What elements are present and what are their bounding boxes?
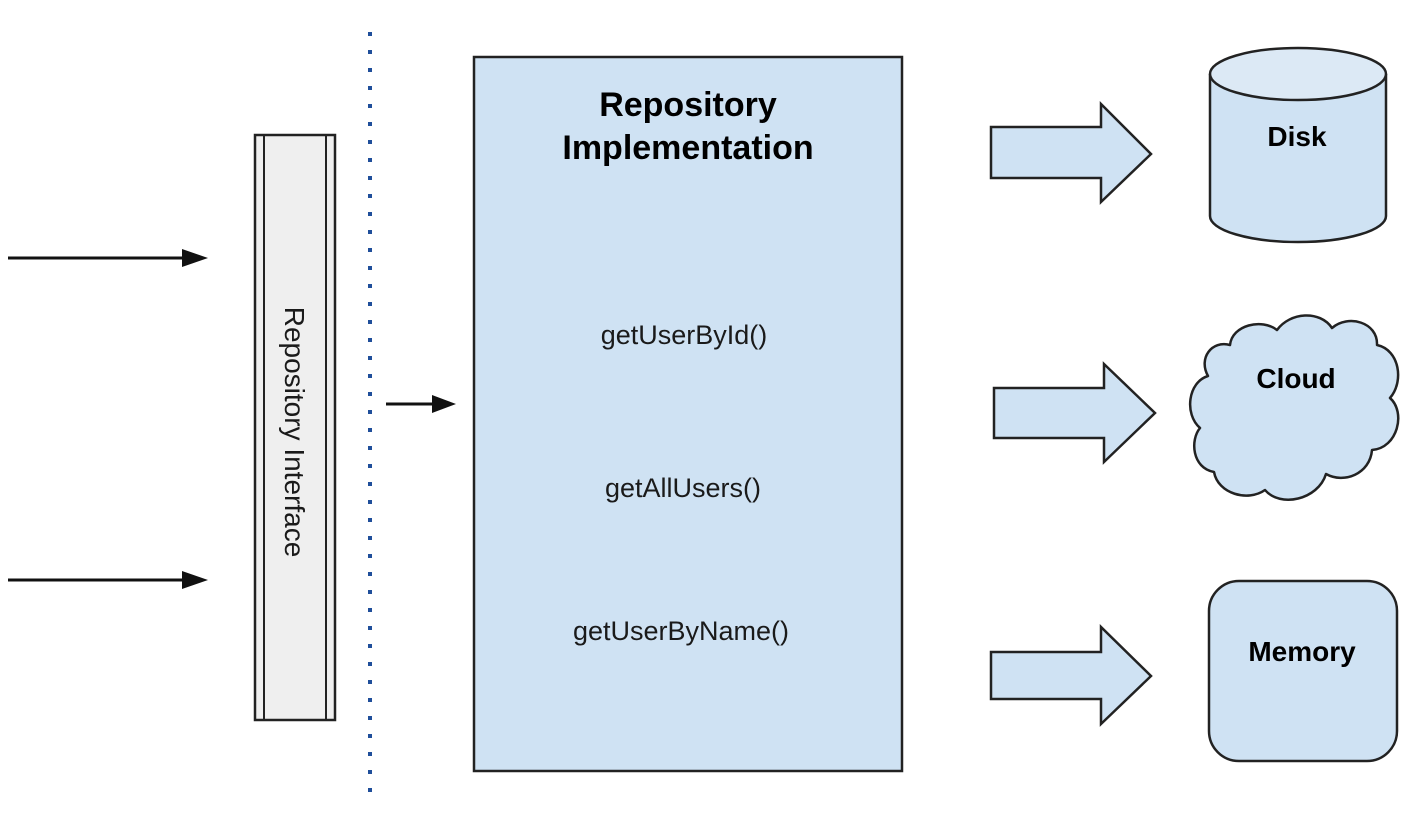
- disk-label: Disk: [1267, 121, 1327, 152]
- block-arrow-disk: [989, 100, 1153, 205]
- method-get-all-users: getAllUsers(): [605, 473, 761, 503]
- repository-interface-label: Repository Interface: [279, 307, 310, 558]
- implementation-title-line1: Repository: [599, 86, 777, 124]
- method-get-user-by-name: getUserByName(): [573, 616, 789, 646]
- memory-label: Memory: [1248, 636, 1356, 667]
- memory-block-icon: Memory: [1207, 579, 1399, 763]
- disk-cylinder-icon: Disk: [1208, 46, 1388, 244]
- block-arrow-cloud: [992, 361, 1157, 465]
- cloud-icon: Cloud: [1188, 314, 1400, 501]
- implementation-entry-arrow: [386, 395, 456, 413]
- incoming-arrow-bottom: [8, 571, 208, 589]
- method-get-user-by-id: getUserById(): [601, 320, 768, 350]
- repository-interface-bar: Repository Interface: [253, 133, 337, 722]
- repository-implementation-box: Repository Implementation getUserById() …: [472, 55, 904, 773]
- block-arrow-memory: [989, 624, 1153, 727]
- cloud-label: Cloud: [1256, 363, 1335, 394]
- incoming-arrow-top: [8, 249, 208, 267]
- implementation-title-line2: Implementation: [562, 129, 813, 167]
